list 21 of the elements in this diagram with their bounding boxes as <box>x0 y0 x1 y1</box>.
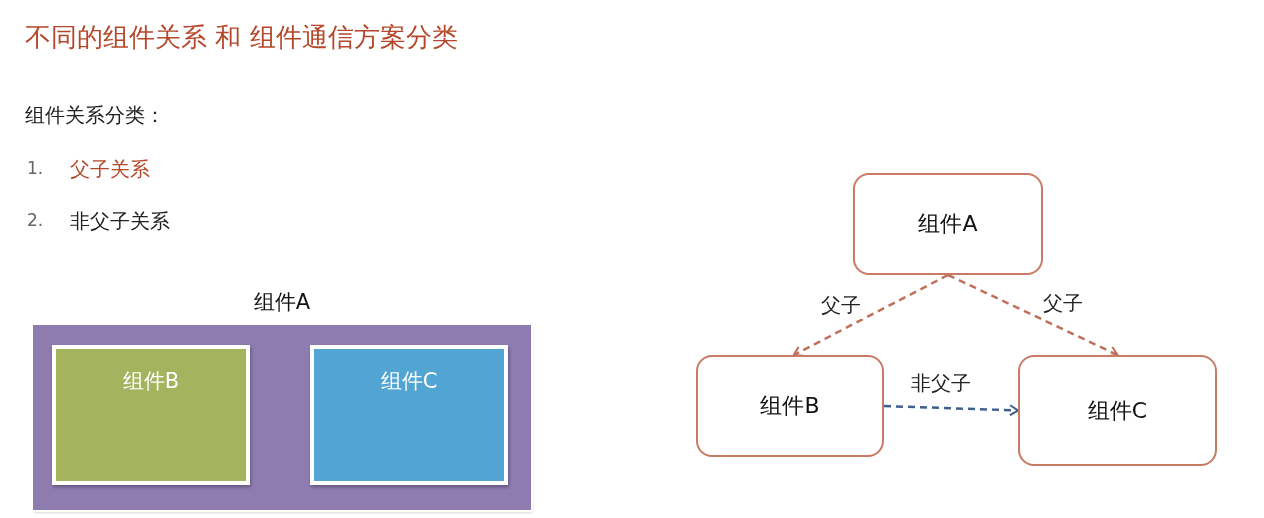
component-box <box>1018 355 1217 466</box>
dashed-arrow <box>883 404 1019 417</box>
title: 不同的组件关系 和 组件通信方案分类 <box>25 21 458 54</box>
heading-text: 组件关系分类： <box>25 102 165 129</box>
component-box <box>310 345 508 485</box>
component-box <box>853 173 1043 275</box>
box-label: 组件A <box>918 210 978 238</box>
dashed-arrow <box>792 273 949 357</box>
component-box <box>52 345 250 485</box>
box-label: 组件C <box>379 368 439 395</box>
component-box <box>696 355 884 457</box>
list-number: 2. <box>27 210 44 230</box>
box-label: 组件C <box>1087 396 1148 425</box>
list-item-text: 父子关系 <box>70 156 150 183</box>
edge-label: 父子 <box>818 292 864 319</box>
dashed-arrow <box>947 273 1119 358</box>
container-heading: 组件A <box>252 289 312 316</box>
box-label: 组件B <box>760 392 820 420</box>
list-number: 1. <box>27 158 44 178</box>
box-label: 组件B <box>121 368 181 395</box>
list-item-text: 非父子关系 <box>70 208 170 235</box>
